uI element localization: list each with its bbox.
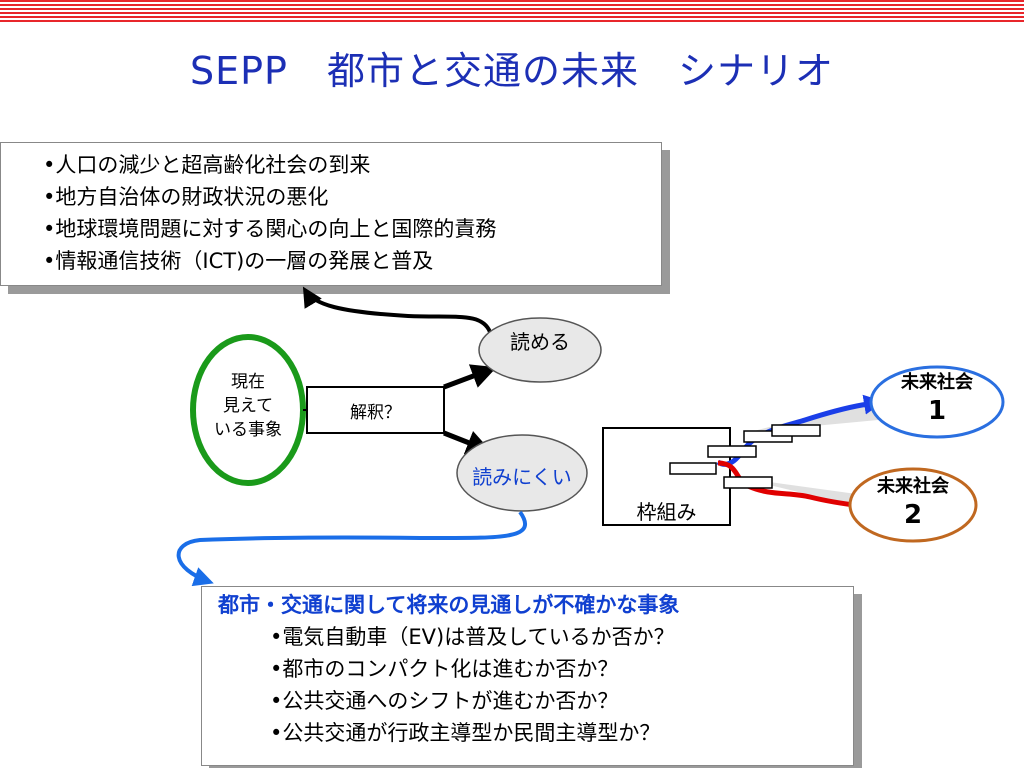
header-stripes bbox=[0, 0, 1024, 22]
list-item: •情報通信技術（ICT)の一層の発展と普及 bbox=[43, 249, 434, 273]
interpretation-box bbox=[306, 386, 445, 434]
future1-number: 1 bbox=[927, 396, 947, 426]
list-item: •公共交通へのシフトが進むか否か？ bbox=[270, 689, 619, 713]
future1-label: 未来社会 bbox=[901, 372, 973, 393]
hard-to-read-ellipse bbox=[456, 434, 588, 512]
future1-ellipse bbox=[869, 365, 1005, 439]
current-events-line: 現在 bbox=[231, 372, 265, 392]
arrow-readable-to-top bbox=[302, 286, 492, 333]
future2-number: 2 bbox=[903, 500, 923, 530]
arrow-hard-to-bottom bbox=[176, 510, 528, 587]
current-events-line: 見えて bbox=[222, 396, 274, 416]
list-item: •人口の減少と超高齢化社会の到来 bbox=[43, 153, 371, 177]
hard-to-read-label: 読みにくい bbox=[472, 465, 572, 489]
interpretation-label: 解釈？ bbox=[350, 403, 401, 423]
list-item: •地方自治体の財政状況の悪化 bbox=[43, 185, 329, 209]
current-events-line: いる事象 bbox=[214, 420, 282, 440]
list-item: •地球環境問題に対する関心の向上と国際的責務 bbox=[43, 217, 497, 241]
framework-box bbox=[602, 427, 731, 526]
list-item: •電気自動車（EV)は普及しているか否か？ bbox=[270, 625, 675, 649]
future2-label: 未来社会 bbox=[877, 476, 949, 497]
framework-label: 枠組み bbox=[636, 500, 697, 524]
readable-ellipse bbox=[478, 317, 602, 383]
list-item: •公共交通が行政主導型か民間主導型か？ bbox=[270, 721, 661, 745]
future2-ellipse bbox=[848, 467, 978, 543]
readable-label: 読める bbox=[510, 330, 570, 354]
page-title: SEPP 都市と交通の未来 シナリオ bbox=[190, 49, 834, 93]
arrow-to-readable bbox=[443, 364, 497, 390]
list-item: •都市のコンパクト化は進むか否か？ bbox=[270, 657, 619, 681]
path-to-future2 bbox=[717, 460, 876, 516]
current-events-label: 現在 見えて いる事象 bbox=[193, 370, 303, 442]
bottom-bullet-box: 都市・交通に関して将来の見通しが不確かな事象 •電気自動車（EV)は普及している… bbox=[201, 586, 854, 766]
top-bullet-box: •人口の減少と超高齢化社会の到来 •地方自治体の財政状況の悪化 •地球環境問題に… bbox=[0, 142, 662, 286]
uncertain-events-heading: 都市・交通に関して将来の見通しが不確かな事象 bbox=[218, 593, 680, 617]
